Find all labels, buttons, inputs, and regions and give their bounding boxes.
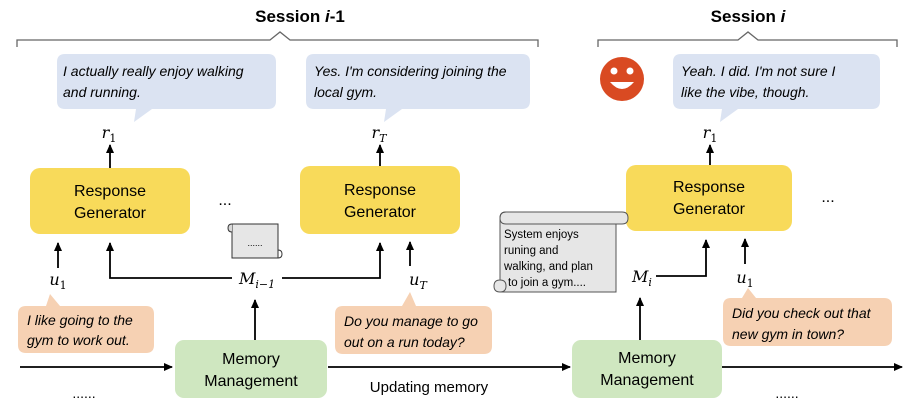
response-generator-2: Response Generator xyxy=(300,166,460,234)
svg-text:Generator: Generator xyxy=(344,204,417,221)
memory-note-line2: runing and xyxy=(504,245,558,257)
bubble-r1-prev: I actually really enjoy walking and runn… xyxy=(57,54,276,122)
bubble-uT-line2: out on a run today? xyxy=(344,334,465,350)
bubble-uT-line1: Do you manage to go xyxy=(344,313,478,329)
label-u1-curr: u1 xyxy=(736,268,753,290)
memory-management-2: Memory Management xyxy=(572,340,722,398)
memory-route-to-generator-3 xyxy=(656,239,710,277)
memory-route-to-generator-2 xyxy=(282,242,384,279)
svg-text:Generator: Generator xyxy=(74,205,147,222)
bubble-u1-curr-line1: Did you check out that xyxy=(732,305,872,321)
label-r1-prev: r1 xyxy=(102,123,117,145)
bubble-u1-prev-line2: gym to work out. xyxy=(27,332,130,348)
svg-text:......: ...... xyxy=(247,238,262,248)
session-curr-label: Session i xyxy=(711,7,787,26)
response-generator-3: Response Generator xyxy=(626,165,792,231)
timeline-dots-right: ...... xyxy=(775,385,798,401)
smiley-face-icon xyxy=(600,57,644,101)
bubble-uT: Do you manage to go out on a run today? xyxy=(335,292,492,354)
timeline-dots-left: ...... xyxy=(72,385,95,401)
memory-note-line3: walking, and plan xyxy=(503,261,593,273)
svg-text:Management: Management xyxy=(204,373,298,390)
ellipsis-after-generator: ... xyxy=(821,189,834,206)
memory-route-to-generator-1 xyxy=(106,242,232,279)
label-M-prev: Mi−1 xyxy=(238,269,275,291)
svg-text:Response: Response xyxy=(673,179,745,196)
bubble-u1-prev-line1: I like going to the xyxy=(27,312,133,328)
bubble-u1-curr: Did you check out that new gym in town? xyxy=(723,288,892,346)
bubble-rT: Yes. I'm considering joining the local g… xyxy=(306,54,530,122)
svg-text:Management: Management xyxy=(600,372,694,389)
bubble-r1-prev-line2: and running. xyxy=(63,84,141,100)
label-M-curr: Mi xyxy=(631,267,652,289)
svg-text:Memory: Memory xyxy=(222,351,280,368)
memory-scroll-icon: ...... xyxy=(227,223,283,259)
memory-note-scroll: System enjoys runing and walking, and pl… xyxy=(493,211,629,293)
response-generator-1: Response Generator xyxy=(30,168,190,234)
svg-text:Generator: Generator xyxy=(673,201,746,218)
bubble-r1-curr-line1: Yeah. I did. I'm not sure I xyxy=(681,63,836,79)
bubble-u1-curr-line2: new gym in town? xyxy=(732,326,844,342)
bubble-r1-curr: Yeah. I did. I'm not sure I like the vib… xyxy=(673,54,880,122)
label-u1-prev: u1 xyxy=(49,270,66,292)
session-curr-bracket xyxy=(597,31,898,47)
label-r1-curr: r1 xyxy=(703,123,718,145)
session-prev-label: Session i-1 xyxy=(255,7,345,26)
bubble-u1-prev: I like going to the gym to work out. xyxy=(18,294,154,353)
memory-note-line1: System enjoys xyxy=(504,229,579,241)
memory-management-1: Memory Management xyxy=(175,340,327,398)
bubble-r1-curr-line2: like the vibe, though. xyxy=(681,84,809,100)
timeline-label: Updating memory xyxy=(370,379,489,396)
bubble-r1-prev-line1: I actually really enjoy walking xyxy=(63,63,244,79)
ellipsis-between-generators: ... xyxy=(218,192,231,209)
svg-text:Memory: Memory xyxy=(618,350,676,367)
bubble-rT-line2: local gym. xyxy=(314,84,377,100)
label-rT: rT xyxy=(372,123,389,145)
svg-text:Response: Response xyxy=(344,182,416,199)
bubble-rT-line1: Yes. I'm considering joining the xyxy=(314,63,507,79)
label-uT: uT xyxy=(409,270,428,292)
session-prev-bracket xyxy=(16,31,539,47)
memory-note-line4: to join a gym.... xyxy=(508,277,586,289)
svg-text:Response: Response xyxy=(74,183,146,200)
